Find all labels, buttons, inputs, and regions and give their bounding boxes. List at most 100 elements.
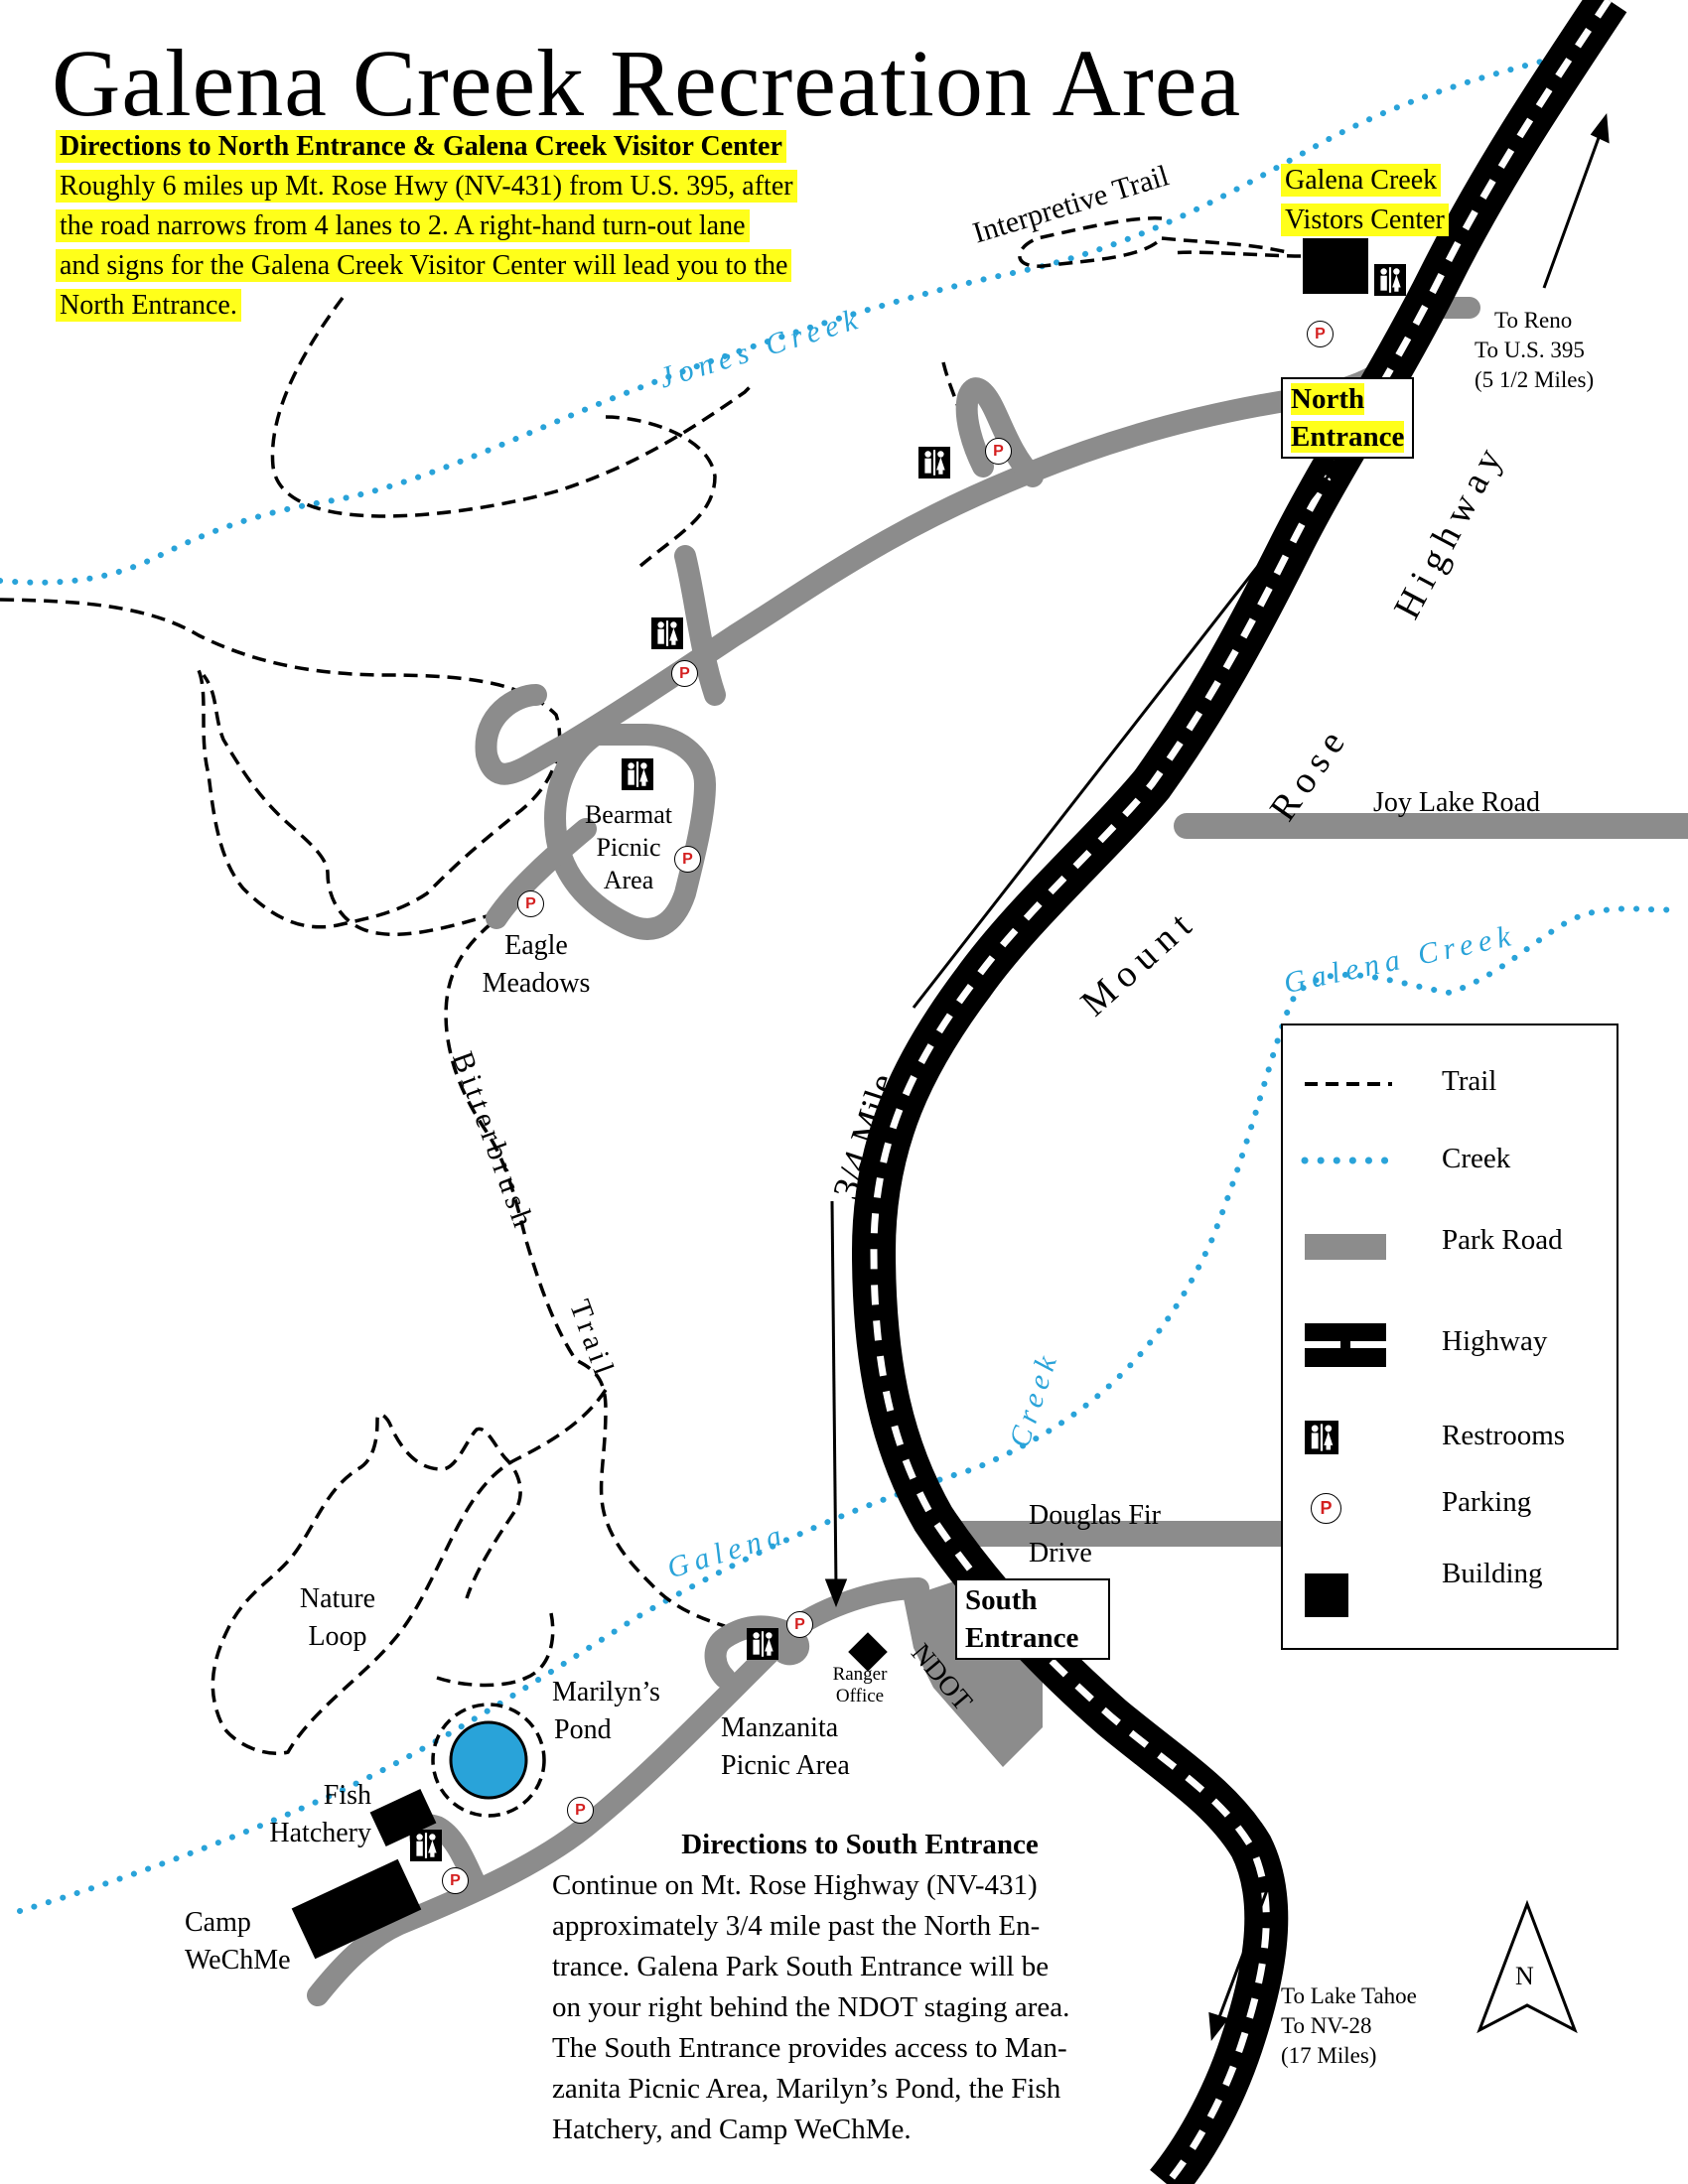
to-reno-line: (5 1/2 Miles) [1475,367,1595,392]
parking-icon: P [567,1797,594,1824]
visitor-center-label-line: Vistors Center [1281,204,1449,236]
to-lake-tahoe-arrow [1214,1865,1278,2026]
trail-north-loop-east [605,415,717,568]
fish-hatchery-label: Fish Hatchery [252,1777,371,1852]
trail-visitor-spur [1171,250,1302,258]
bearmat-line: Area [603,866,654,894]
map-title: Galena Creek Recreation Area [52,30,1242,136]
nature-loop-line: Nature [299,1583,376,1614]
north-arrow-label: N [1515,1962,1534,1990]
trail-loop [0,598,562,929]
south-directions-line: Continue on Mt. Rose Highway (NV-431) [552,1869,1038,1901]
ranger-line: Office [835,1686,885,1706]
south-directions-line: Hatchery, and Camp WeChMe. [552,2114,912,2145]
manzanita-line: Manzanita [721,1712,839,1743]
parking-icon: P [671,660,698,687]
to-reno-line: To U.S. 395 [1475,338,1585,362]
south-directions-line: trance. Galena Park South Entrance will … [552,1951,1050,1982]
marilyn-pond-trail [436,1612,555,1688]
manzanita-line: Picnic Area [721,1750,850,1781]
south-directions-line: zanita Picnic Area, Marilyn’s Pond, the … [552,2073,1061,2105]
north-directions-line: the road narrows from 4 lanes to 2. A ri… [56,209,750,242]
north-entrance-line: Entrance [1291,421,1405,453]
douglas-fir-line: Douglas Fir [1029,1500,1161,1531]
restroom-icon [651,617,683,649]
three-quarter-mile-arrow-lower [830,1200,838,1589]
three-quarter-mile-arrow-upper [912,466,1337,1009]
parking-icon: P [674,846,701,873]
legend-building-symbol [1305,1573,1348,1617]
south-directions-heading: Directions to South Entrance [681,1829,1039,1860]
eagle-line: Meadows [482,968,591,999]
park-road-eagle [486,818,597,929]
parking-icon: P [985,438,1012,465]
to-reno-arrow [1542,123,1606,289]
south-entrance-line: Entrance [965,1622,1079,1654]
trail-eagle-west [202,673,497,937]
camp-line: Camp [185,1907,251,1938]
douglas-fir-drive-label: Douglas Fir Drive [1029,1497,1161,1572]
north-directions-heading: Directions to North Entrance & Galena Cr… [56,130,786,163]
creeks [0,57,1681,1914]
parking-icon: P [1311,1493,1341,1524]
ranger-office-building [848,1632,888,1672]
fish-hatchery-building [369,1788,437,1847]
marilyn-line: Pond [554,1714,612,1745]
camp-wechme-building [291,1858,422,1960]
lake-tahoe-line: (17 Miles) [1281,2043,1377,2068]
marilyns-pond-trail [431,1703,546,1818]
lake-tahoe-line: To Lake Tahoe [1281,1983,1417,2008]
north-directions-line: and signs for the Galena Creek Visitor C… [56,249,792,282]
nature-loop-line: Loop [308,1621,367,1652]
lake-tahoe-line: To NV-28 [1281,2013,1372,2038]
restroom-icon [622,758,653,790]
distance-arrows [824,112,1610,2041]
legend-creek-label: Creek [1442,1143,1511,1174]
legend-highway-symbol [1305,1323,1386,1367]
south-directions-line: The South Entrance provides access to Ma… [552,2032,1067,2064]
restroom-icon [410,1830,442,1861]
north-directions: Directions to North Entrance & Galena Cr… [56,127,949,326]
south-entrance-line: South [965,1584,1038,1616]
to-lake-tahoe-label: To Lake Tahoe To NV-28 (17 Miles) [1281,1981,1417,2071]
south-entrance-label: South Entrance [955,1578,1110,1660]
south-directions: Directions to South Entrance Continue on… [552,1825,1168,2150]
restroom-icon [1305,1421,1338,1454]
north-entrance-label: North Entrance [1281,377,1415,459]
legend-park-road-label: Park Road [1442,1224,1563,1256]
legend-highway-label: Highway [1442,1325,1548,1357]
nature-loop-label: Nature Loop [283,1580,392,1656]
north-arrow-icon [1477,1899,1578,2034]
joy-lake-road-label: Joy Lake Road [1373,787,1540,818]
legend-symbols [1301,1082,1396,1617]
trail-interpretive [1018,216,1292,268]
to-reno-label: To Reno To U.S. 395 (5 1/2 Miles) [1475,306,1594,395]
park-road-bearmat-loop [544,724,716,940]
bearmat-line: Bearmat [584,800,673,829]
visitor-center-label: Galena Creek Vistors Center [1281,161,1449,240]
restroom-icon [918,447,950,478]
north-directions-line: Roughly 6 miles up Mt. Rose Hwy (NV-431)… [56,170,797,203]
legend-restrooms-label: Restrooms [1442,1420,1566,1451]
ranger-line: Ranger [832,1664,888,1685]
bitterbrush-trail [444,921,726,1628]
visitor-center-label-line: Galena Creek [1281,164,1442,197]
camp-line: WeChMe [185,1945,291,1976]
nature-loop-trail [211,1389,608,1755]
map-legend: Trail Creek Park Road Highway Restrooms … [1281,1024,1618,1650]
douglas-fir-line: Drive [1029,1538,1092,1569]
north-directions-line: North Entrance. [56,289,241,322]
visitor-center-building [1303,238,1368,294]
north-entrance-line: North [1291,383,1365,415]
camp-wechme-label: Camp WeChMe [185,1904,291,1979]
park-road-north-loop [955,377,1044,487]
parking-icon: P [442,1867,469,1894]
restroom-icon [747,1628,778,1660]
restroom-icon [1374,264,1406,296]
legend-park-road-symbol [1305,1234,1386,1260]
marilyn-line: Marilyn’s [552,1677,660,1707]
ranger-office-label: Ranger Office [824,1664,896,1707]
manzanita-picnic-area-label: Manzanita Picnic Area [721,1709,850,1785]
park-road-bear-spur [674,545,726,706]
parking-icon: P [517,890,544,917]
